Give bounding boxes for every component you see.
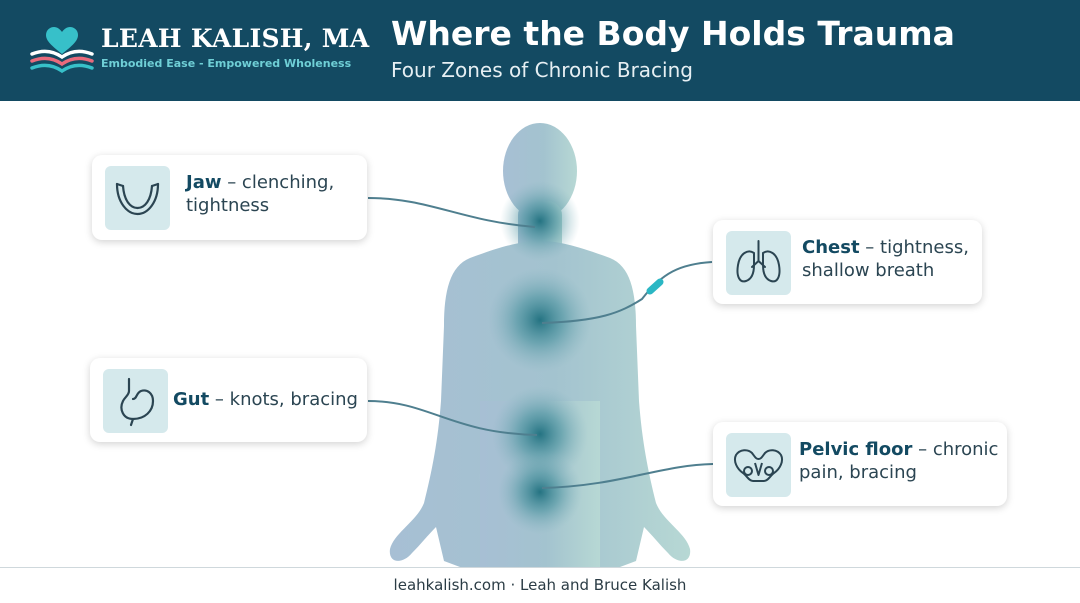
page-title: Where the Body Holds Trauma [391, 14, 955, 53]
stomach-icon [103, 369, 168, 433]
pelvic-hotspot [498, 450, 582, 534]
zone-card-jaw: Jaw – clenching, tightness [92, 155, 367, 240]
chest-hotspot [488, 268, 592, 372]
footer-divider [0, 567, 1080, 568]
page-subtitle: Four Zones of Chronic Bracing [391, 58, 693, 82]
chest-label: Chest – tightness, shallow breath [802, 237, 969, 281]
gut-label: Gut – knots, bracing [173, 389, 358, 410]
chest-connector [541, 261, 713, 324]
brand-name: LEAH KALISH, MA [101, 24, 370, 53]
heart-book-logo-icon [30, 27, 94, 74]
body-diagram [367, 123, 714, 567]
jaw-connector [367, 197, 536, 228]
footer-credit: leahkalish.com · Leah and Bruce Kalish [393, 576, 687, 594]
gut-connector [367, 400, 538, 436]
jaw-label: Jaw – clenching, tightness [186, 172, 335, 216]
jaw-icon [105, 166, 170, 230]
lungs-icon [726, 231, 791, 295]
header-banner: LEAH KALISH, MA Embodied Ease - Empowere… [0, 0, 1080, 101]
jaw-hotspot [500, 181, 580, 261]
chest-connector-accent [646, 278, 664, 295]
pelvic-connector [541, 463, 714, 489]
pelvis-icon [726, 433, 791, 497]
pelvic-floor-label: Pelvic floor – chronic pain, bracing [799, 439, 999, 483]
brand-tagline: Embodied Ease - Empowered Wholeness [101, 57, 352, 70]
zone-card-chest: Chest – tightness, shallow breath [713, 220, 982, 304]
zone-card-gut: Gut – knots, bracing [90, 358, 367, 442]
zone-card-pelvic-floor: Pelvic floor – chronic pain, bracing [713, 422, 1007, 506]
